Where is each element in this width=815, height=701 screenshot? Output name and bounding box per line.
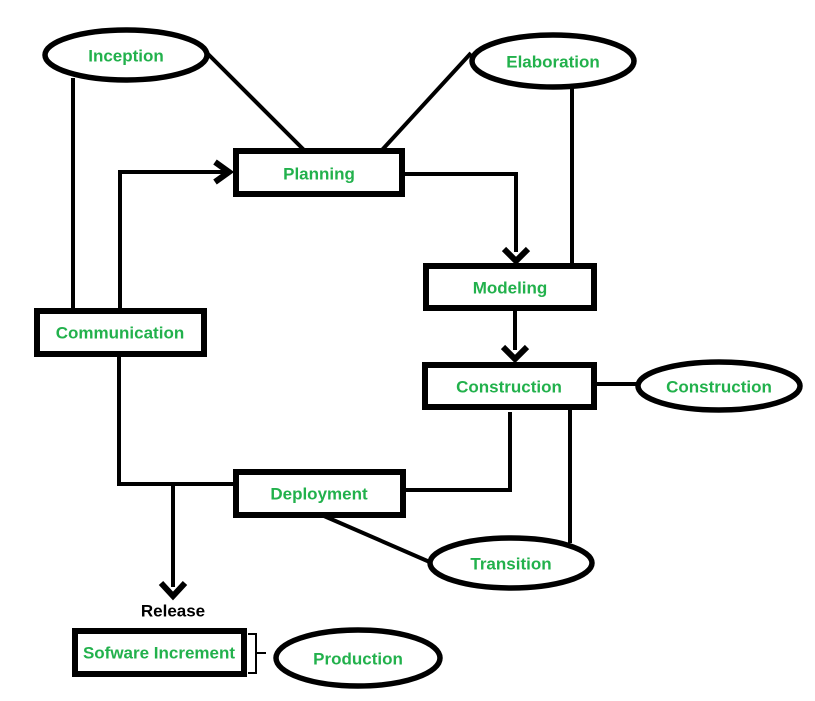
production-ellipse	[273, 627, 443, 689]
edge-deployment-transition	[323, 514, 433, 565]
elaboration-label: Elaboration	[506, 53, 600, 72]
node-transition: Transition	[427, 535, 595, 591]
construction-phase-label: Construction	[666, 378, 772, 397]
planning-label: Planning	[283, 165, 355, 184]
edge-inception-planning	[204, 50, 306, 152]
construction-phase-ellipse	[635, 359, 803, 413]
software-increment-label: Sofware Increment	[83, 644, 235, 663]
production-label: Production	[313, 650, 403, 669]
arrowhead-into-modeling	[501, 246, 531, 266]
modeling-box	[423, 263, 597, 311]
transition-label: Transition	[470, 555, 551, 574]
node-deployment: Deployment	[233, 469, 406, 518]
edge-communication-deployment	[117, 355, 235, 486]
node-modeling: Modeling	[423, 263, 597, 311]
inception-label: Inception	[88, 47, 164, 66]
bracket-softwareincrement-production	[248, 633, 266, 674]
transition-ellipse	[427, 535, 595, 591]
software-increment-box	[72, 628, 247, 677]
edge-elaboration-planning	[380, 51, 473, 152]
arrowhead-into-planning	[213, 159, 235, 185]
release-label: Release	[141, 602, 205, 621]
node-planning: Planning	[233, 148, 405, 197]
deployment-label: Deployment	[270, 485, 368, 504]
communication-label: Communication	[56, 324, 184, 343]
elaboration-ellipse	[469, 32, 637, 90]
edge-planning-modeling	[403, 172, 518, 252]
planning-box	[233, 148, 405, 197]
arrowhead-into-construction	[500, 344, 530, 364]
arrowhead-into-release	[158, 580, 188, 601]
node-production: Production	[273, 627, 443, 689]
inception-ellipse	[42, 27, 210, 83]
deployment-box	[233, 469, 406, 518]
node-software-increment: Sofware Increment	[72, 628, 247, 677]
node-communication: Communication	[34, 308, 207, 357]
node-construction-phase: Construction	[635, 359, 803, 413]
node-inception: Inception	[42, 27, 210, 83]
modeling-label: Modeling	[473, 279, 548, 298]
node-elaboration: Elaboration	[469, 32, 637, 90]
construction-box	[422, 362, 597, 410]
node-construction: Construction	[422, 362, 597, 410]
construction-label: Construction	[456, 378, 562, 397]
communication-box	[34, 308, 207, 357]
edge-deployment-construction	[404, 412, 512, 492]
edge-communication-planning	[118, 170, 224, 310]
